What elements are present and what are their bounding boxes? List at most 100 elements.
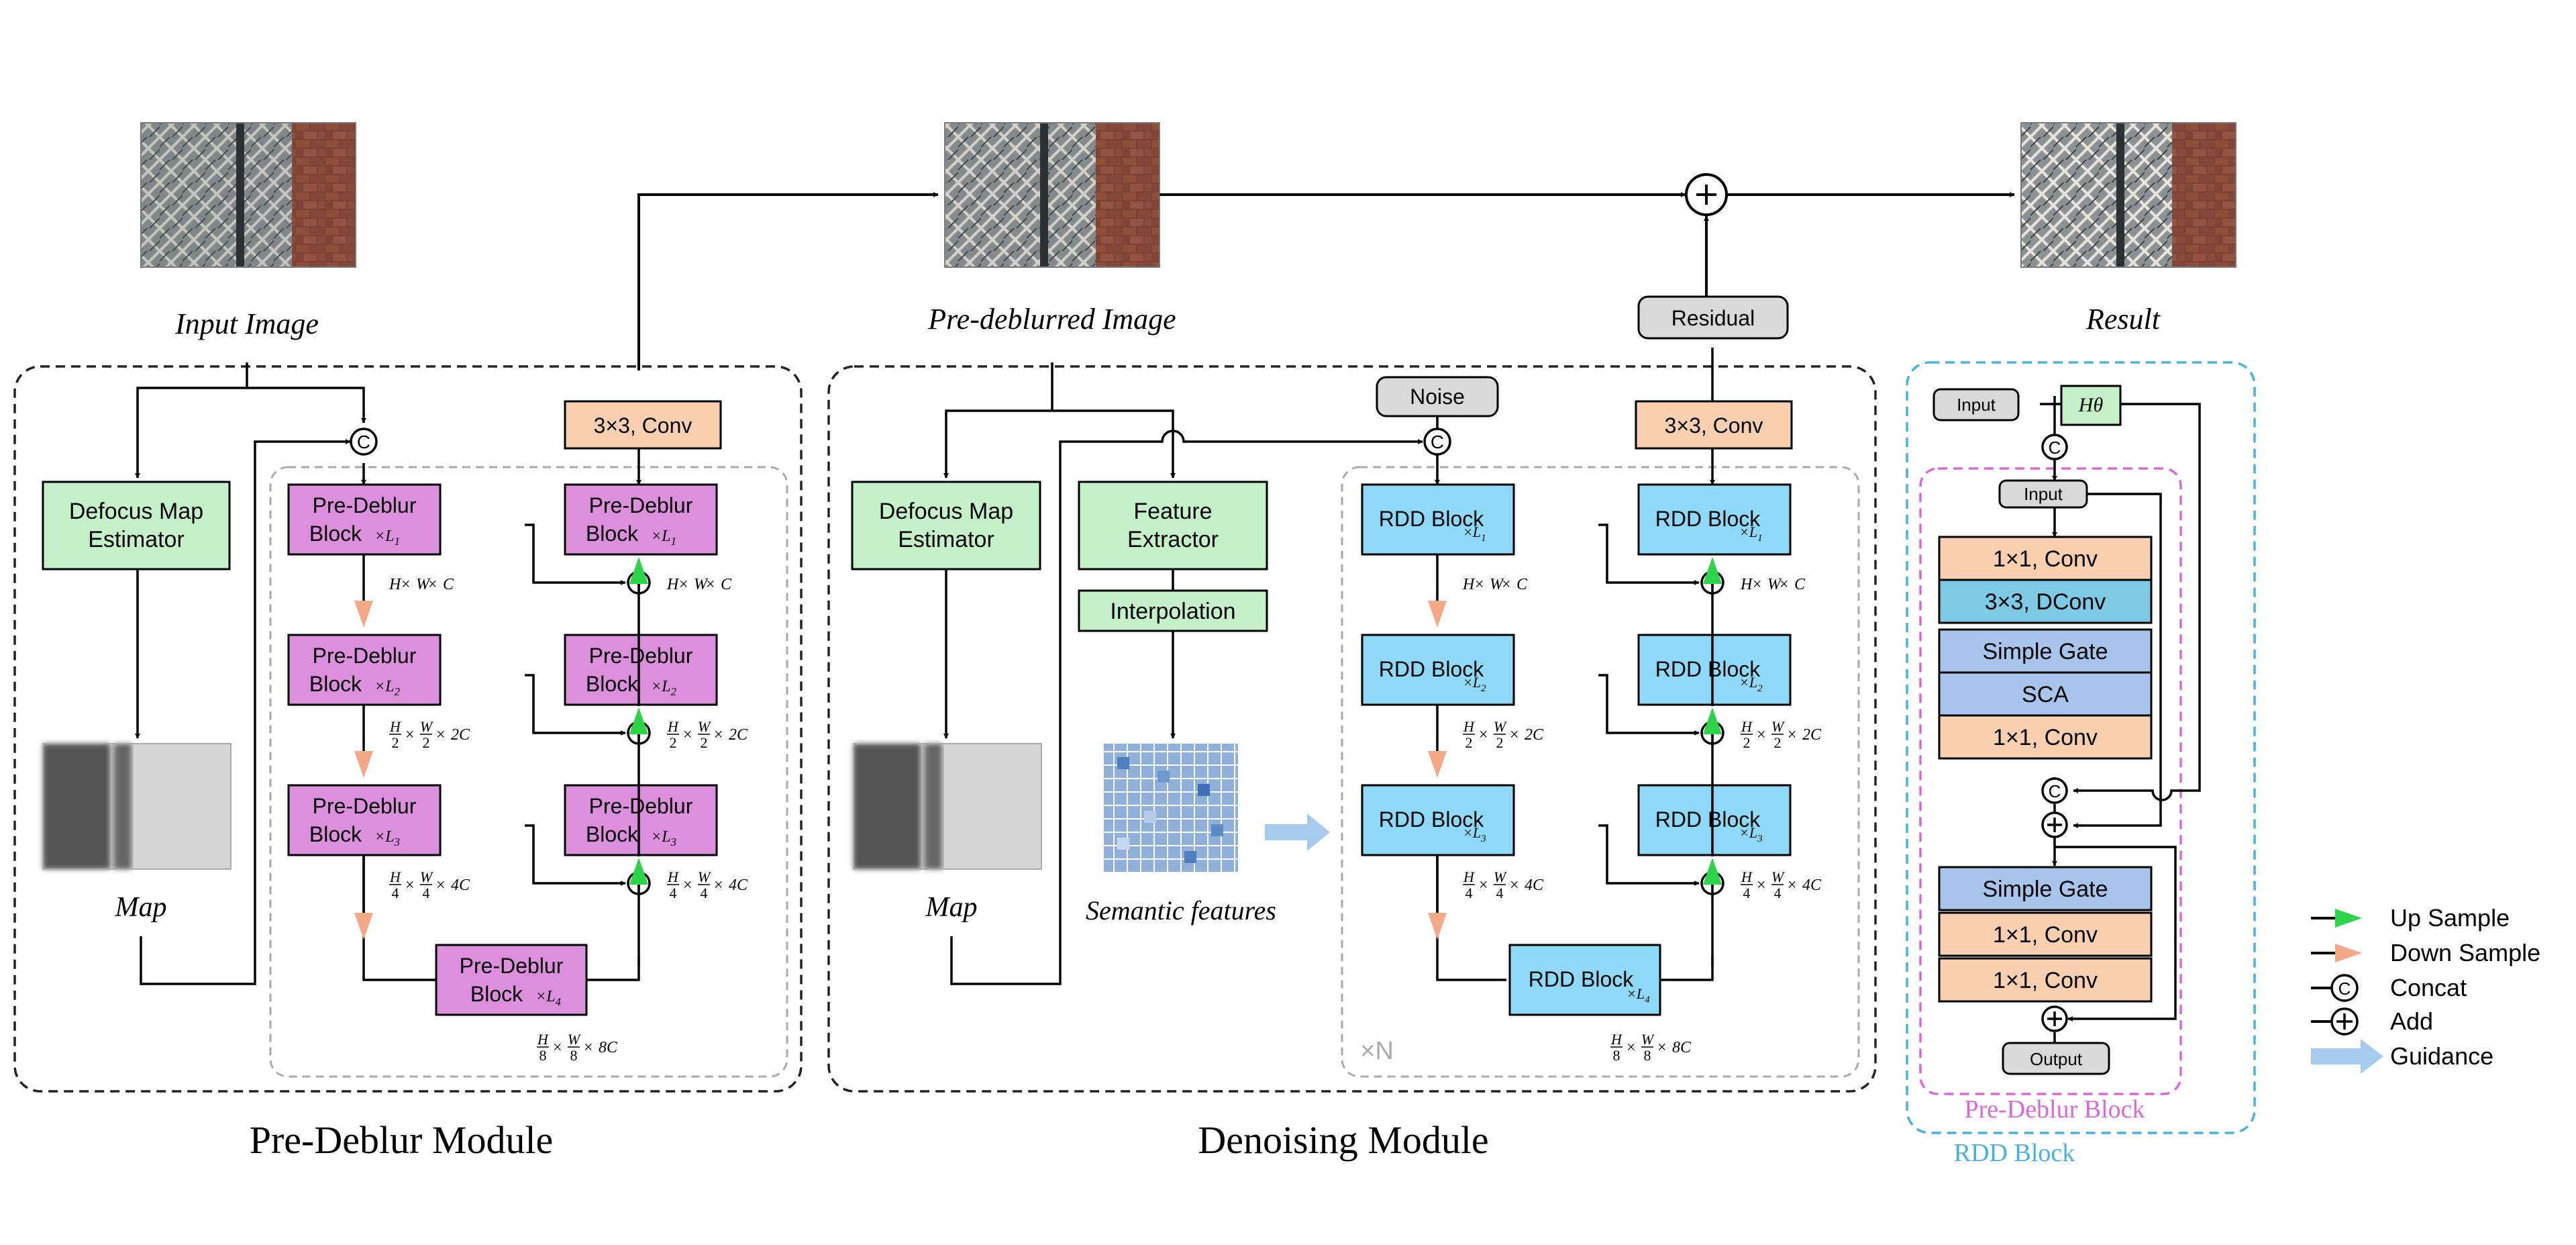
- interpolation-label: Interpolation: [1110, 599, 1235, 624]
- svg-text:4: 4: [701, 885, 708, 901]
- block-name-line2: Block: [586, 822, 639, 846]
- svg-text:H: H: [666, 576, 680, 593]
- rdd-shape-bottleneck: H8×W8×8C: [1610, 1031, 1692, 1064]
- detail-add-mid: [2041, 811, 2068, 838]
- svg-text:H: H: [389, 718, 401, 735]
- detail-op-label: SCA: [2022, 682, 2069, 707]
- rdd-decoder-block-1: RDD Block×L1: [1637, 483, 1792, 556]
- pd-down-arrow-1: [354, 554, 373, 628]
- svg-text:4: 4: [1743, 885, 1751, 901]
- svg-text:2: 2: [1743, 734, 1751, 751]
- svg-text:W: W: [420, 718, 433, 735]
- svg-text:2: 2: [1496, 734, 1504, 751]
- predeblur-block-detail-label: Pre-Deblur Block: [1964, 1095, 2145, 1124]
- svg-text:×: ×: [1510, 726, 1519, 744]
- detail-op2-1: Simple Gate: [1938, 866, 2153, 911]
- feature-extractor-label-1: Feature: [1133, 499, 1212, 524]
- svg-text:4: 4: [670, 885, 677, 901]
- pd-down-arrow-3: [354, 855, 373, 940]
- detail-op-label: Simple Gate: [1982, 639, 2108, 664]
- legend-up-sample: Up Sample: [2311, 904, 2510, 932]
- residual-box: [1637, 295, 1789, 340]
- predeblur-module-frame: [13, 365, 803, 1093]
- svg-text:×: ×: [1788, 726, 1797, 744]
- rdd-shape-enc-1: H×W×C: [1462, 576, 1528, 593]
- result-image: [2020, 122, 2236, 268]
- predeblur-defocus-map-image: [42, 743, 231, 870]
- svg-text:C: C: [1431, 432, 1444, 452]
- legend-guidance-label: Guidance: [2390, 1042, 2493, 1070]
- detail-op2-label: 1×1, Conv: [1993, 968, 2098, 993]
- predeblurred-image: [944, 122, 1160, 268]
- block-name: RDD Block: [1655, 807, 1761, 832]
- pd-up-arrow-1: [629, 557, 648, 706]
- svg-text:2: 2: [1465, 734, 1473, 751]
- rdd-shape-enc-2: H2×W2×2C: [1463, 718, 1544, 751]
- detail-op-label: 1×1, Conv: [1993, 725, 2098, 750]
- rdd-shape-dec-3: H4×W4×4C: [1741, 868, 1822, 901]
- interpolation-box: [1078, 589, 1268, 632]
- svg-text:W: W: [1490, 576, 1504, 593]
- pd-shape-enc-2: H2×W2×2C: [389, 718, 470, 751]
- svg-text:×: ×: [1475, 576, 1484, 593]
- svg-text:H: H: [1741, 718, 1753, 735]
- rdd-block-detail-frame: [1906, 361, 2256, 1134]
- svg-text:W: W: [698, 718, 711, 735]
- rdd-up-arrow-1: [1703, 557, 1722, 706]
- rdd-down-arrow-2: [1428, 705, 1447, 778]
- svg-text:×: ×: [679, 576, 688, 593]
- detail-op2-3: 1×1, Conv: [1938, 957, 2153, 1003]
- denoising-conv3x3: [1635, 400, 1793, 450]
- block-name-line2: Block: [309, 521, 362, 546]
- denoising-map-label: Map: [925, 892, 978, 923]
- svg-text:W: W: [1771, 868, 1785, 885]
- svg-text:H: H: [389, 868, 401, 885]
- svg-text:×: ×: [1788, 877, 1797, 894]
- block-multiplier: ×L2: [374, 678, 401, 698]
- svg-text:2: 2: [392, 734, 399, 751]
- top-add-node: [1685, 173, 1728, 216]
- pd-down-arrow-2: [354, 705, 373, 778]
- result-image-label: Result: [2085, 303, 2161, 336]
- svg-text:W: W: [698, 868, 711, 885]
- svg-text:W: W: [1771, 718, 1785, 735]
- pd-shape-dec-1: H×W×C: [666, 576, 732, 593]
- svg-text:W: W: [1494, 718, 1507, 735]
- svg-text:C: C: [443, 576, 454, 593]
- svg-text:8C: 8C: [599, 1039, 618, 1056]
- svg-text:4: 4: [1774, 885, 1782, 901]
- denoising-conv-label: 3×3, Conv: [1665, 413, 1763, 438]
- detail-op-5: 1×1, Conv: [1938, 714, 2153, 760]
- legend-concat: C Concat: [2311, 974, 2467, 1002]
- legend-up-sample-label: Up Sample: [2390, 904, 2510, 932]
- rdd-encoder-block-3: RDD Block×L3: [1361, 784, 1515, 856]
- block-name: RDD Block: [1529, 967, 1634, 991]
- predeblur-blocks: Pre-DeblurBlock×L1Pre-DeblurBlock×L1H×W×…: [287, 483, 748, 1064]
- denoising-defocus-map-image: [853, 743, 1042, 870]
- legend-down-sample: Down Sample: [2311, 939, 2540, 966]
- semantic-features-grid: [1104, 744, 1238, 873]
- legend-add: Add: [2311, 1007, 2433, 1036]
- svg-text:2C: 2C: [1525, 726, 1544, 744]
- block-name: RDD Block: [1379, 507, 1484, 531]
- detail-op-2: 3×3, DConv: [1938, 579, 2153, 624]
- svg-text:×: ×: [1502, 576, 1511, 593]
- svg-text:4C: 4C: [1525, 877, 1544, 894]
- rdd-up-arrow-3: [1703, 858, 1722, 966]
- svg-text:×: ×: [1757, 726, 1766, 744]
- predeblur-defocus-label-2: Estimator: [88, 527, 185, 552]
- svg-text:×: ×: [714, 726, 723, 744]
- block-name-line1: Pre-Deblur: [313, 644, 417, 668]
- predeblur-defocus-estimator: [42, 481, 231, 570]
- detail-concat-top: C: [2041, 434, 2068, 460]
- semantic-features-label: Semantic features: [1086, 895, 1276, 926]
- repeat-n-label: ×N: [1360, 1037, 1394, 1065]
- block-name: RDD Block: [1379, 657, 1484, 681]
- svg-text:×: ×: [436, 877, 446, 894]
